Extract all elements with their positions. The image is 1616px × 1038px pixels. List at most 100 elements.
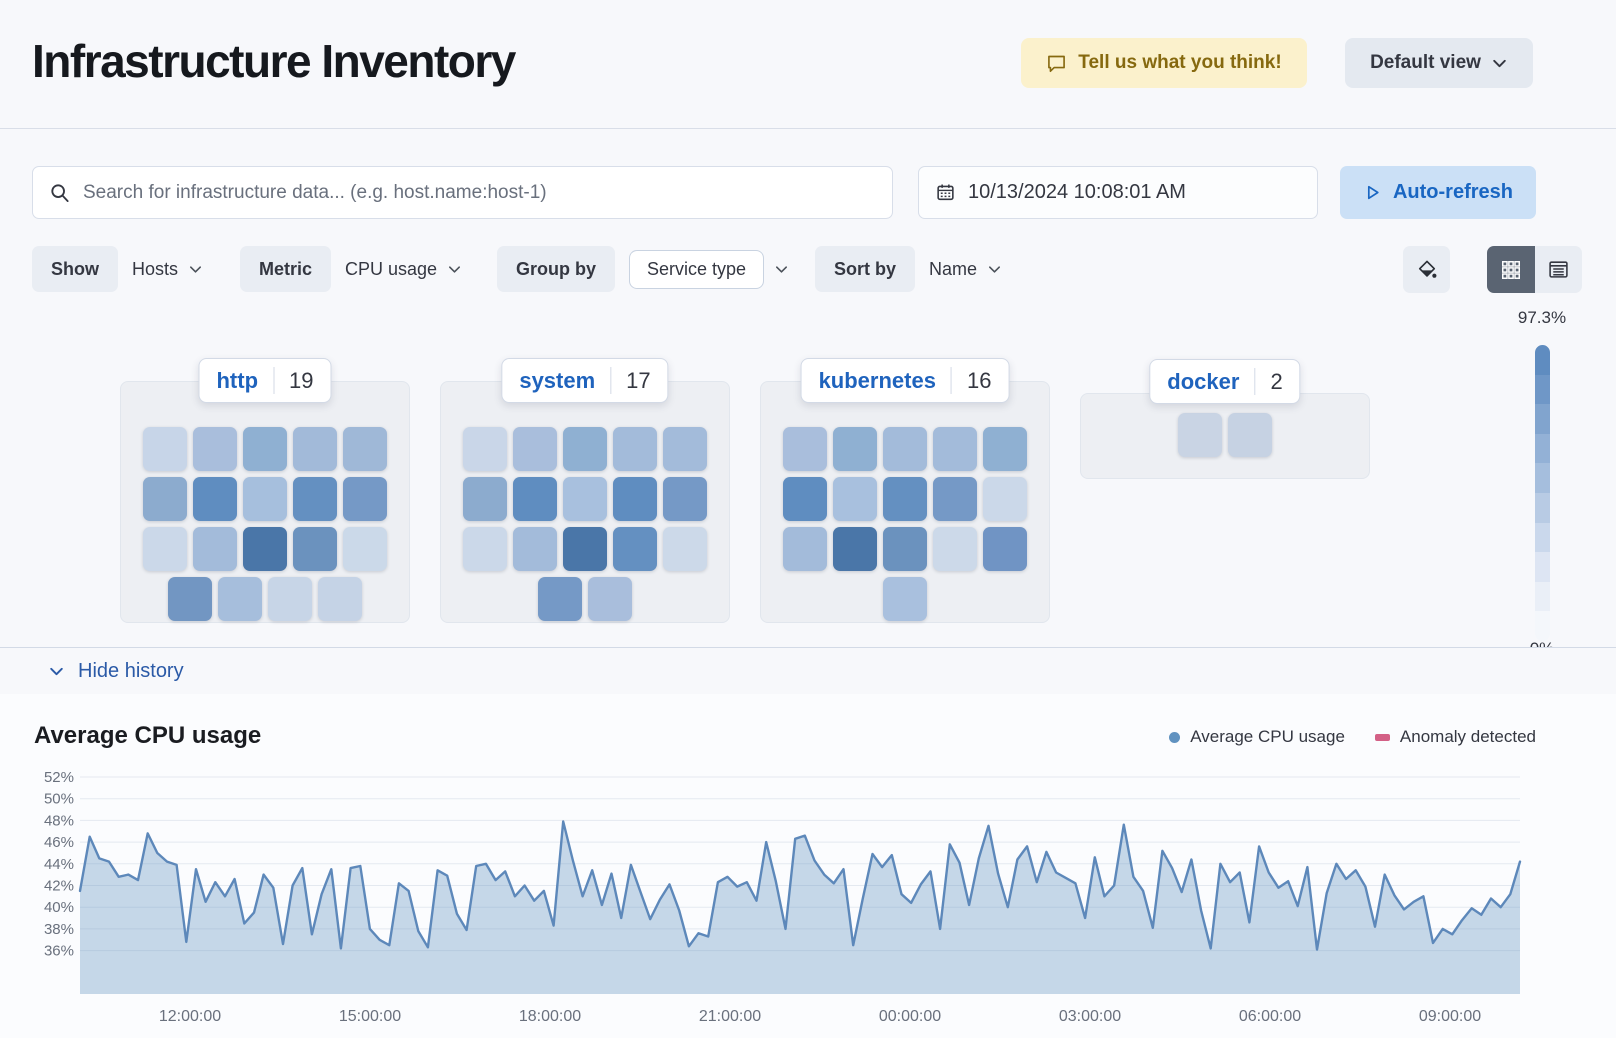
host-cell[interactable]	[343, 427, 387, 471]
host-cell[interactable]	[538, 577, 582, 621]
host-cell[interactable]	[463, 527, 507, 571]
color-scale-max-label: 97.3%	[1517, 308, 1567, 327]
host-cell[interactable]	[293, 527, 337, 571]
chevron-down-icon[interactable]	[447, 262, 462, 277]
group-chip-http[interactable]: http 19	[198, 358, 332, 403]
host-cell[interactable]	[613, 477, 657, 521]
host-cell[interactable]	[1228, 413, 1272, 457]
filter-label-groupby: Group by	[497, 246, 615, 292]
host-cell[interactable]	[983, 477, 1027, 521]
host-cell[interactable]	[513, 477, 557, 521]
auto-refresh-button[interactable]: Auto-refresh	[1340, 166, 1536, 219]
chart-legend: Average CPU usage Anomaly detected	[1169, 727, 1536, 747]
host-cell[interactable]	[933, 477, 977, 521]
group-chip-kubernetes[interactable]: kubernetes 16	[800, 358, 1010, 403]
host-cell[interactable]	[193, 477, 237, 521]
host-cell[interactable]	[513, 427, 557, 471]
hide-history-link[interactable]: Hide history	[48, 660, 184, 683]
group-chip-system[interactable]: system 17	[501, 358, 669, 403]
host-cell[interactable]	[293, 427, 337, 471]
host-cell[interactable]	[193, 427, 237, 471]
host-cell[interactable]	[588, 577, 632, 621]
legend-item-anomaly[interactable]: Anomaly detected	[1374, 727, 1536, 747]
host-cell[interactable]	[983, 527, 1027, 571]
chevron-down-icon	[48, 663, 65, 680]
host-cell[interactable]	[513, 527, 557, 571]
host-cell[interactable]	[833, 477, 877, 521]
filter-value-show[interactable]: Hosts	[132, 258, 179, 279]
host-cell[interactable]	[143, 477, 187, 521]
search-icon	[49, 182, 71, 204]
host-cell[interactable]	[563, 527, 607, 571]
host-cell[interactable]	[613, 427, 657, 471]
host-cell[interactable]	[783, 427, 827, 471]
chevron-down-icon[interactable]	[987, 262, 1002, 277]
host-cell[interactable]	[1178, 413, 1222, 457]
group-name: kubernetes	[818, 367, 936, 393]
host-cell[interactable]	[833, 527, 877, 571]
host-cell[interactable]	[268, 577, 312, 621]
grid-icon	[1501, 260, 1521, 280]
host-cell[interactable]	[613, 527, 657, 571]
filter-value-groupby[interactable]: Service type	[629, 249, 765, 289]
host-cell[interactable]	[243, 477, 287, 521]
host-cell[interactable]	[933, 427, 977, 471]
chevron-down-icon[interactable]	[188, 262, 203, 277]
host-cell[interactable]	[463, 477, 507, 521]
host-cell[interactable]	[343, 527, 387, 571]
host-cell[interactable]	[783, 527, 827, 571]
host-cell[interactable]	[143, 527, 187, 571]
search-input[interactable]	[83, 181, 876, 204]
host-cell[interactable]	[463, 427, 507, 471]
host-cell[interactable]	[663, 427, 707, 471]
cpu-history-section: Average CPU usage Average CPU usage Anom…	[0, 694, 1616, 1038]
host-cell[interactable]	[783, 477, 827, 521]
host-cell[interactable]	[193, 527, 237, 571]
feedback-button[interactable]: Tell us what you think!	[1021, 38, 1307, 88]
chip-divider	[1254, 368, 1256, 395]
hide-history-label: Hide history	[78, 659, 184, 682]
color-palette-button[interactable]	[1403, 246, 1450, 293]
host-cell[interactable]	[243, 527, 287, 571]
host-cell[interactable]	[563, 477, 607, 521]
filter-value-metric[interactable]: CPU usage	[345, 258, 438, 279]
svg-text:42%: 42%	[44, 878, 74, 895]
filter-label-metric: Metric	[240, 246, 332, 292]
host-cell[interactable]	[883, 427, 927, 471]
group-chip-docker[interactable]: docker 2	[1149, 359, 1301, 404]
date-picker[interactable]: 10/13/2024 10:08:01 AM	[918, 166, 1318, 219]
host-cell[interactable]	[883, 577, 927, 621]
table-view-button[interactable]	[1534, 246, 1582, 293]
host-cell[interactable]	[293, 477, 337, 521]
filter-group-groupby: Group by Service type	[497, 246, 789, 292]
host-cell[interactable]	[243, 427, 287, 471]
host-cell[interactable]	[318, 577, 362, 621]
host-cell[interactable]	[143, 427, 187, 471]
legend-item-avg-cpu[interactable]: Average CPU usage	[1169, 727, 1345, 747]
speech-bubble-icon	[1046, 53, 1067, 74]
host-cell[interactable]	[833, 427, 877, 471]
chevron-down-icon[interactable]	[774, 262, 789, 277]
chip-divider	[950, 367, 952, 394]
saved-view-label: Default view	[1370, 52, 1481, 73]
host-cell[interactable]	[883, 527, 927, 571]
search-box[interactable]	[32, 166, 893, 219]
group-name: docker	[1167, 368, 1240, 394]
host-cell[interactable]	[343, 477, 387, 521]
host-cell[interactable]	[168, 577, 212, 621]
filter-value-sortby[interactable]: Name	[929, 258, 978, 279]
saved-view-selector[interactable]: Default view	[1345, 38, 1533, 88]
host-cell[interactable]	[983, 427, 1027, 471]
grid-view-button[interactable]	[1487, 246, 1535, 293]
host-cell[interactable]	[563, 427, 607, 471]
host-cell[interactable]	[883, 477, 927, 521]
host-cell[interactable]	[933, 527, 977, 571]
svg-text:09:00:00: 09:00:00	[1419, 1008, 1481, 1025]
host-cell[interactable]	[663, 477, 707, 521]
host-cell[interactable]	[663, 527, 707, 571]
svg-text:44%: 44%	[44, 856, 74, 873]
host-cell[interactable]	[218, 577, 262, 621]
legend-label: Average CPU usage	[1190, 727, 1345, 746]
paint-bucket-icon	[1416, 259, 1438, 281]
